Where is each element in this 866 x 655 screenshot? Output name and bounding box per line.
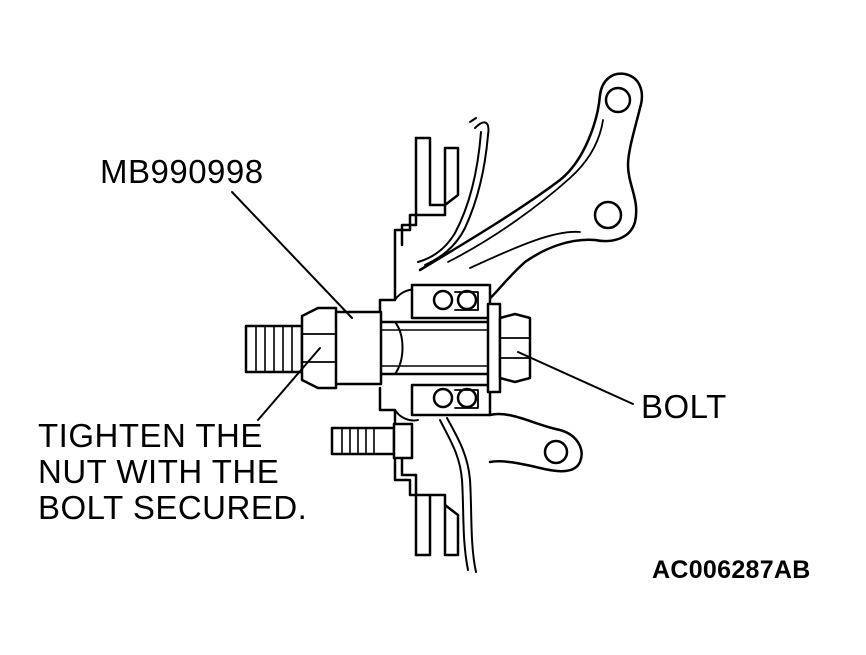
drive-shaft-bolt [378,320,492,376]
tighten-note-line-1: TIGHTEN THE [38,417,263,454]
tighten-note-line-3: BOLT SECURED. [38,489,308,526]
tool-label: MB990998 [100,153,264,190]
wheel-stud [330,422,414,460]
lower-bracket [439,412,583,573]
bolt-label: BOLT [641,388,727,425]
leader-tool [231,191,353,319]
tighten-note: TIGHTEN THE NUT WITH THE BOLT SECURED. [38,418,368,526]
figure-code: AC006287AB [652,556,811,584]
axle-thread [244,324,304,374]
leader-note [257,347,321,421]
special-tool-mb990998 [333,310,383,386]
knuckle-arm [418,72,644,302]
leader-lines [231,191,634,421]
tighten-note-line-2: NUT WITH THE [38,453,280,490]
leader-bolt [517,351,634,405]
bolt-head [486,302,532,394]
dust-shield-upper [417,117,490,266]
hub-flange [378,136,460,557]
